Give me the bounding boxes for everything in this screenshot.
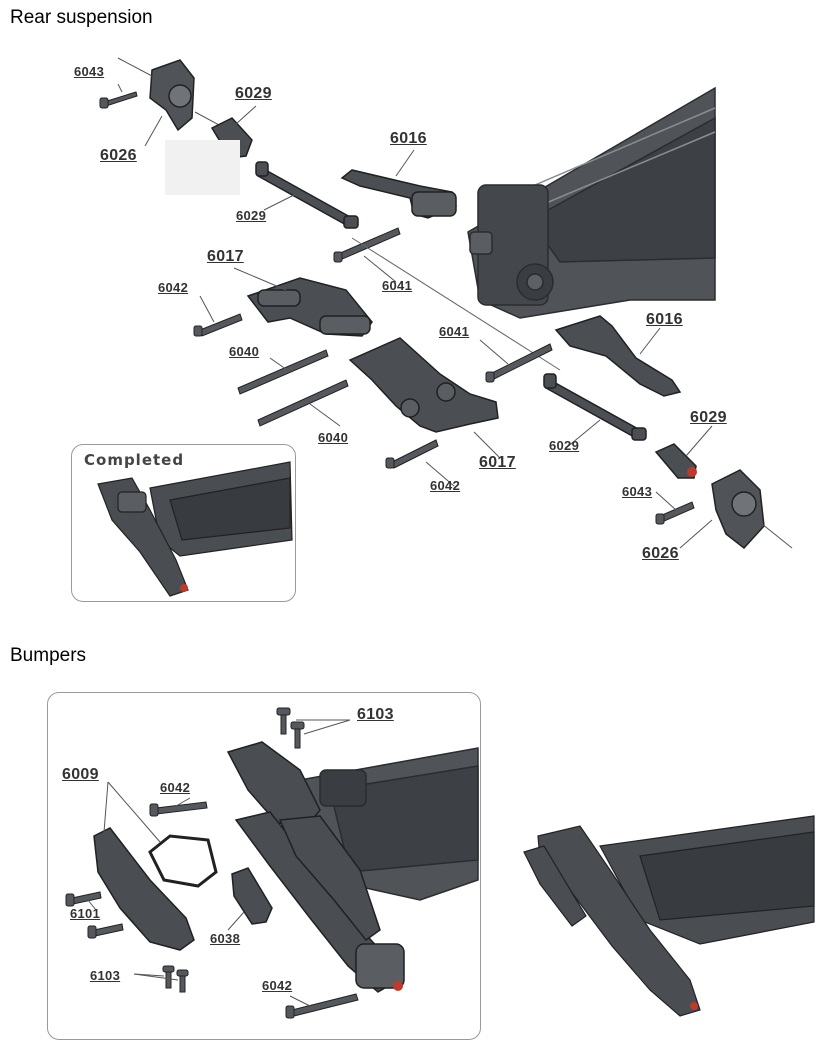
part-label: 6017 [479,454,516,471]
completed-frame [71,444,296,602]
screw-6101-b [87,923,124,939]
part-label: 6029 [235,85,272,102]
rear-chassis [467,86,716,319]
part-label: 6042 [160,780,191,795]
part-label: 6042 [430,478,461,493]
bumpers-title: Bumpers [10,645,87,666]
pin-6041-right [485,343,553,383]
part-label: 6042 [262,978,293,993]
screw-6101-a [65,891,102,907]
cup-6029-right [654,443,697,479]
part-label: 6016 [390,130,427,147]
bumper-assembled-view [523,815,815,1017]
bumper-6009 [93,827,218,951]
part-label: 6043 [622,484,653,499]
part-label: 6038 [210,931,241,946]
screw-6043-left [99,91,138,109]
mount-6038 [231,867,273,925]
part-label: 6016 [646,311,683,328]
part-label: 6043 [74,64,105,79]
screw-6043-right [655,501,695,525]
part-label: 6103 [357,706,394,723]
screw-6042-bottom [385,439,439,469]
part-label: 6041 [382,278,413,293]
part-label: 6101 [70,906,101,921]
part-label: 6026 [100,147,137,164]
part-label: 6026 [642,545,679,562]
completed-caption: Completed [84,451,185,469]
screw-6042-bumper-top [149,801,208,817]
upper-arm-6016-top [340,169,457,219]
rear-suspension-title: Rear suspension [10,7,153,28]
dogbone-6029-right [543,373,647,441]
screw-6042-bumper-bottom [285,993,359,1019]
part-label: 6029 [549,438,580,453]
screws-6103-bottom [162,965,189,993]
part-label: 6040 [229,344,260,359]
part-label: 6103 [90,968,121,983]
screw-6042-left [193,313,243,337]
screws-6103-top [276,707,305,749]
part-label: 6017 [207,248,244,265]
part-label: 6029 [236,208,267,223]
dogbone-6029-top [255,161,359,229]
part-label: 6009 [62,766,99,783]
upper-arm-6016-right [554,315,682,397]
part-label: 6040 [318,430,349,445]
pin-6040-a [237,349,329,395]
completed-assembly-drawing [97,461,293,597]
pin-6040-b [257,379,349,427]
part-label: 6042 [158,280,189,295]
bumpers-frame [47,692,481,1040]
front-suspension-arms [226,741,405,993]
part-label: 6041 [439,324,470,339]
lower-arm-6017-top [246,277,373,337]
upright-6026-right [711,469,765,550]
upright-6026-left [149,59,195,132]
part-label: 6029 [690,409,727,426]
pin-6041-top [333,227,401,263]
lower-arm-6017-bottom [348,337,499,433]
